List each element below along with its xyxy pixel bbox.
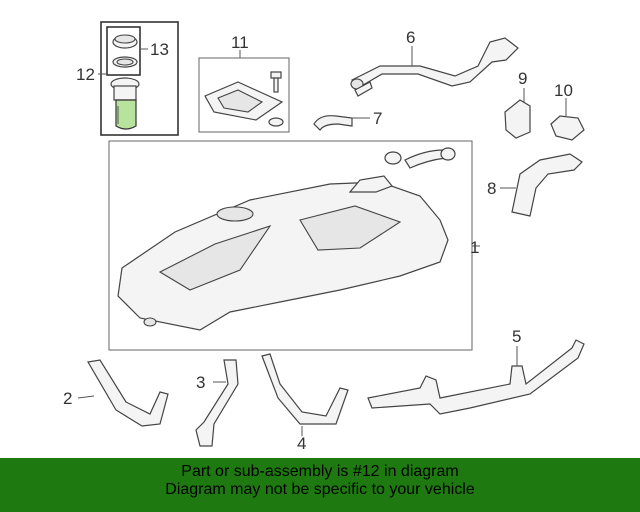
tank-brace-icon <box>367 339 585 415</box>
callout-11[interactable]: 11 <box>231 33 249 52</box>
callout-9[interactable]: 9 <box>518 69 527 88</box>
callout-1[interactable]: 1 <box>470 238 479 257</box>
callout-4[interactable]: 4 <box>297 434 306 453</box>
callout-10[interactable]: 10 <box>554 81 573 100</box>
callout-6[interactable]: 6 <box>406 28 415 47</box>
callout-12[interactable]: 12 <box>76 65 95 84</box>
fuel-pump-icon <box>115 99 137 130</box>
tank-strap-icon <box>261 353 349 425</box>
callout-3[interactable]: 3 <box>196 373 205 392</box>
parts-diagram: 1 2 3 4 5 6 7 8 9 10 11 12 13 <box>63 21 585 453</box>
filler-pipe-icon <box>350 37 519 97</box>
callout-2[interactable]: 2 <box>63 389 72 408</box>
part-13-box <box>106 26 141 76</box>
hose-icon <box>313 115 353 131</box>
notice-banner: Part or sub-assembly is #12 in diagram D… <box>0 458 640 512</box>
callout-5[interactable]: 5 <box>512 327 521 346</box>
bracket-icon <box>504 99 531 139</box>
bolt-icon <box>268 71 284 127</box>
tank-strap-icon <box>195 359 239 447</box>
tank-strap-icon <box>87 359 169 427</box>
part-12-box <box>100 21 179 136</box>
fuel-tank-icon <box>117 147 456 331</box>
banner-line-1: Part or sub-assembly is #12 in diagram <box>181 463 459 480</box>
clip-icon <box>550 115 585 141</box>
callout-8[interactable]: 8 <box>487 179 496 198</box>
vent-pipe-icon <box>511 153 583 217</box>
callout-13[interactable]: 13 <box>150 40 169 59</box>
fuel-pump-module-group[interactable] <box>100 21 179 136</box>
banner-line-2: Diagram may not be specific to your vehi… <box>165 481 475 498</box>
part-11-box <box>198 57 290 133</box>
callout-7[interactable]: 7 <box>373 109 382 128</box>
cover-plate-icon <box>204 81 284 121</box>
